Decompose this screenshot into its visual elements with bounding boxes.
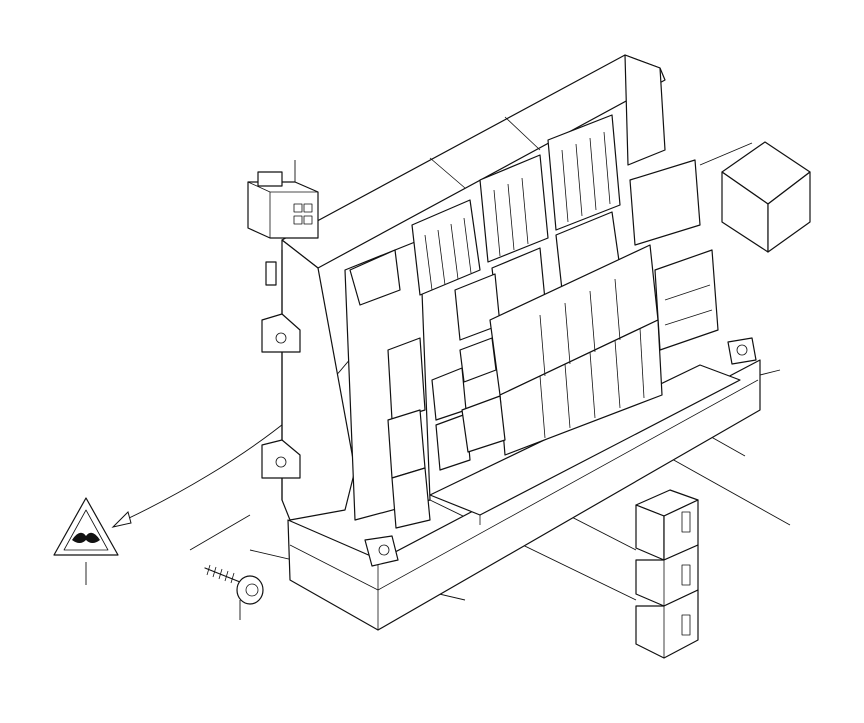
relay-line [614,278,621,341]
lower-connectors [431,337,506,471]
mount-hole [736,344,748,356]
relay-slot [387,409,426,479]
relay-unit [635,489,699,561]
lid-seam [504,116,541,151]
fuse-line [493,189,501,257]
connector-plug-icon [247,171,319,239]
upper-connector [349,249,401,306]
relay-line [639,327,645,399]
relay-icon [721,141,811,253]
mount-tab-right [727,337,757,365]
screw-shaft [204,567,241,583]
relay-line [539,375,546,439]
warning-symbol [72,532,100,543]
lid-seam [429,157,466,189]
arrowhead-icon [111,511,132,528]
screw-head [236,575,264,605]
fuse-line [575,143,583,217]
plug-pin [303,203,313,213]
fuse-box-end-cap [624,54,666,166]
plug-latch [257,171,283,187]
fuse-line [507,183,515,251]
warning-triangle-icon [53,497,119,556]
connector-slot [431,367,467,421]
fuse-line [521,177,529,245]
fuse-line [424,234,433,291]
fuse-line [561,149,569,223]
connector-slot [435,413,471,471]
plug-pin [303,215,313,225]
fuse-block [479,154,549,263]
screw-icon [204,564,264,605]
relay-line [539,314,546,377]
mount-hole [275,332,287,344]
relay-cube-right [767,171,811,253]
relay-block-center [489,244,663,456]
mount-ear-lower [261,439,301,479]
relay-clip [681,564,691,586]
fuse-line [463,217,472,274]
relay-line [664,284,711,301]
relay-slot [387,337,426,421]
relay-line [664,309,713,326]
screw-washer [245,583,259,597]
mount-tab-bottom [364,535,399,567]
connector-slot [461,395,506,453]
warning-triangle-outer [53,497,119,556]
side-relays [629,159,719,351]
fuse-line [437,229,446,286]
connector-slot [459,337,497,383]
relay-slot [391,467,431,529]
mount-hole [378,544,390,556]
side-relay-block [654,249,719,351]
relay-clip [681,614,691,636]
fuse-box [261,54,761,631]
relay-line [564,363,571,429]
relay-line [614,339,621,409]
relay-line [589,351,596,419]
fuse-block [411,199,481,296]
plug-body [247,181,319,239]
screw-thread [206,564,235,584]
fuse-line [450,223,459,280]
relay-line [564,302,571,365]
side-relay-block [629,159,701,246]
side-clip [265,261,277,286]
relay-stack-icon [635,489,699,659]
relay-unit [635,589,699,659]
relay-line [589,290,596,353]
leader-relay-cube [699,142,753,166]
plug-pin [293,215,303,225]
front-relay-slots [387,337,431,529]
fuse-line [589,137,597,211]
fuse-line [603,131,611,205]
plug-pin [293,203,303,213]
relay-clip [681,511,691,533]
mount-hole [275,456,287,468]
warning-triangle-inner [63,509,109,551]
leader-screw-a [189,514,251,551]
